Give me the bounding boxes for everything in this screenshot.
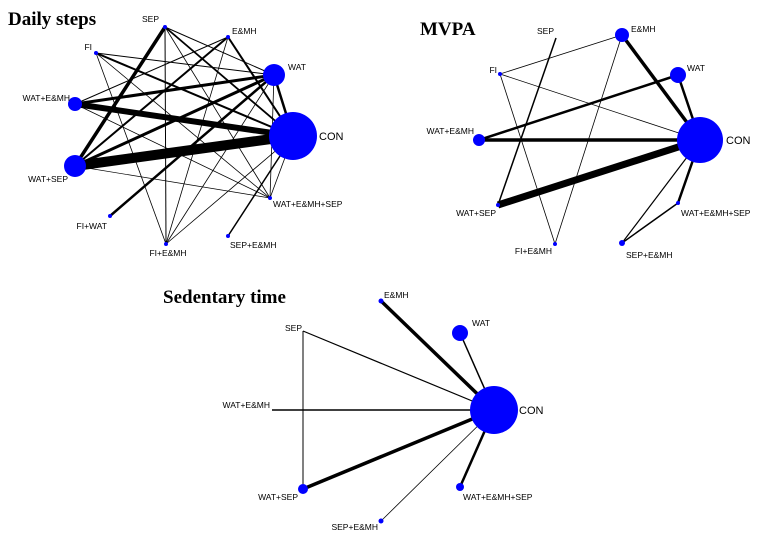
node-wat (670, 67, 686, 83)
edge-sep-to-wat-plus-e-and-mh-plus-sep (164, 26, 271, 199)
node-label-fi-plus-e-and-mh: FI+E&MH (149, 248, 186, 258)
edge-con-to-fi-plus-e-and-mh (165, 135, 294, 245)
panel-daily-steps: Daily steps SEP E&MH FI WAT WAT+E&MH CON WAT+S… (8, 9, 344, 258)
edge-sep-plus-e-and-mh-to-con (380, 409, 495, 522)
node-wat-plus-e-and-mh (68, 97, 82, 111)
node-fi (94, 51, 98, 55)
edge-e-and-mh-to-con (379, 299, 496, 412)
node-wat-plus-e-and-mh-plus-sep (268, 196, 272, 200)
node-label-wat-plus-sep: WAT+SEP (258, 492, 298, 502)
node-label-sep-plus-e-and-mh: SEP+E&MH (331, 522, 378, 532)
node-label-wat-plus-sep: WAT+SEP (28, 174, 68, 184)
edge-e-and-mh-to-wat-plus-e-and-mh (74, 36, 229, 105)
node-label-sep: SEP (142, 14, 159, 24)
node-label-sep: SEP (285, 323, 302, 333)
node-label-sep-plus-e-and-mh: SEP+E&MH (626, 250, 673, 260)
node-sep-plus-e-and-mh (378, 518, 384, 524)
edge-sep-to-con (302, 330, 495, 411)
node-label-e-and-mh: E&MH (232, 26, 257, 36)
node-e-and-mh (378, 298, 384, 304)
node-con (470, 386, 518, 434)
edge-wat-to-fi-plus-e-and-mh (165, 74, 275, 245)
node-label-sep-plus-e-and-mh: SEP+E&MH (230, 240, 277, 250)
node-sep-plus-e-and-mh (619, 240, 625, 246)
node-sep-plus-e-and-mh (226, 234, 230, 238)
node-wat-plus-e-and-mh-plus-sep (456, 483, 464, 491)
edge-wat-plus-sep-to-sep (497, 37, 557, 206)
edge-wat-plus-e-and-mh-to-wat (74, 73, 275, 106)
node-label-con: CON (519, 405, 544, 417)
edge-fi-plus-wat-to-wat (109, 74, 275, 217)
node-fi (498, 72, 502, 76)
node-label-wat-plus-sep: WAT+SEP (456, 208, 496, 218)
node-label-wat-plus-e-and-mh: WAT+E&MH (223, 400, 270, 410)
node-fi-plus-e-and-mh (164, 242, 168, 246)
edge-e-and-mh-to-fi-plus-e-and-mh (165, 36, 229, 245)
node-wat-plus-sep (496, 203, 500, 207)
edge-fi-to-fi-plus-e-and-mh (499, 73, 556, 245)
node-e-and-mh (226, 35, 230, 39)
panel-mvpa: MVPA SEP E&MH FI WAT WAT+E&MH CON WAT+SEP WAT+E… (420, 19, 751, 260)
node-label-wat-plus-e-and-mh: WAT+E&MH (427, 126, 474, 136)
panel-title-mvpa: MVPA (420, 19, 476, 40)
node-label-fi-plus-wat: FI+WAT (77, 221, 107, 231)
edge-fi-to-con (499, 73, 701, 141)
edge-fi-to-con (95, 52, 294, 137)
panel-title-daily-steps: Daily steps (8, 9, 96, 30)
node-label-wat: WAT (472, 318, 490, 328)
node-wat (263, 64, 285, 86)
node-label-sep: SEP (537, 26, 554, 36)
node-con (677, 117, 723, 163)
edge-fi-to-wat-plus-e-and-mh-plus-sep (95, 52, 271, 199)
edge-sep-to-con (164, 26, 294, 137)
node-label-wat-plus-e-and-mh-plus-sep: WAT+E&MH+SEP (463, 492, 533, 502)
node-label-wat-plus-e-and-mh: WAT+E&MH (23, 93, 70, 103)
node-label-fi: FI (84, 42, 92, 52)
edge-wat-plus-sep-to-con (302, 408, 495, 491)
node-fi-plus-e-and-mh (553, 242, 557, 246)
node-label-wat-plus-e-and-mh-plus-sep: WAT+E&MH+SEP (681, 208, 751, 218)
node-fi-plus-wat (108, 214, 112, 218)
edge-sep-to-fi-plus-e-and-mh (164, 26, 167, 245)
edge-wat-plus-sep-to-con (496, 136, 702, 209)
node-label-wat: WAT (687, 63, 705, 73)
node-label-fi: FI (489, 65, 497, 75)
edge-wat-plus-sep-to-sep (73, 26, 167, 167)
node-label-con: CON (726, 135, 751, 147)
node-label-con: CON (319, 131, 344, 143)
edge-sep-plus-e-and-mh-to-wat-plus-e-and-mh-plus-sep (621, 202, 679, 244)
edge-e-and-mh-to-fi-plus-e-and-mh (554, 34, 623, 245)
panel-sedentary-time: Sedentary time E&MH WAT SEP WAT+E&MH CON WAT+… (163, 287, 544, 532)
edge-wat-plus-e-and-mh-to-wat (478, 73, 679, 142)
edge-sep-to-wat (164, 26, 275, 76)
edge-fi-to-wat (95, 52, 275, 76)
node-label-wat: WAT (288, 62, 306, 72)
panel-title-sedentary-time: Sedentary time (163, 287, 286, 308)
node-wat-plus-e-and-mh (473, 134, 485, 146)
edge-wat-plus-e-and-mh-to-wat-plus-e-and-mh-plus-sep (74, 103, 271, 199)
node-sep (163, 25, 167, 29)
node-wat (452, 325, 468, 341)
node-con (269, 112, 317, 160)
node-label-fi-plus-e-and-mh: FI+E&MH (515, 246, 552, 256)
node-e-and-mh (615, 28, 629, 42)
node-wat-plus-e-and-mh-plus-sep (676, 201, 680, 205)
node-label-e-and-mh: E&MH (384, 290, 409, 300)
edge-fi-to-e-and-mh (499, 34, 623, 75)
node-wat-plus-sep (64, 155, 86, 177)
edge-wat-plus-sep-to-wat-plus-e-and-mh-plus-sep (74, 165, 271, 199)
edge-wat-plus-sep-to-wat (74, 73, 275, 168)
edge-fi-to-fi-plus-e-and-mh (95, 52, 167, 245)
node-label-wat-plus-e-and-mh-plus-sep: WAT+E&MH+SEP (273, 199, 343, 209)
node-label-e-and-mh: E&MH (631, 24, 656, 34)
node-wat-plus-sep (298, 484, 308, 494)
